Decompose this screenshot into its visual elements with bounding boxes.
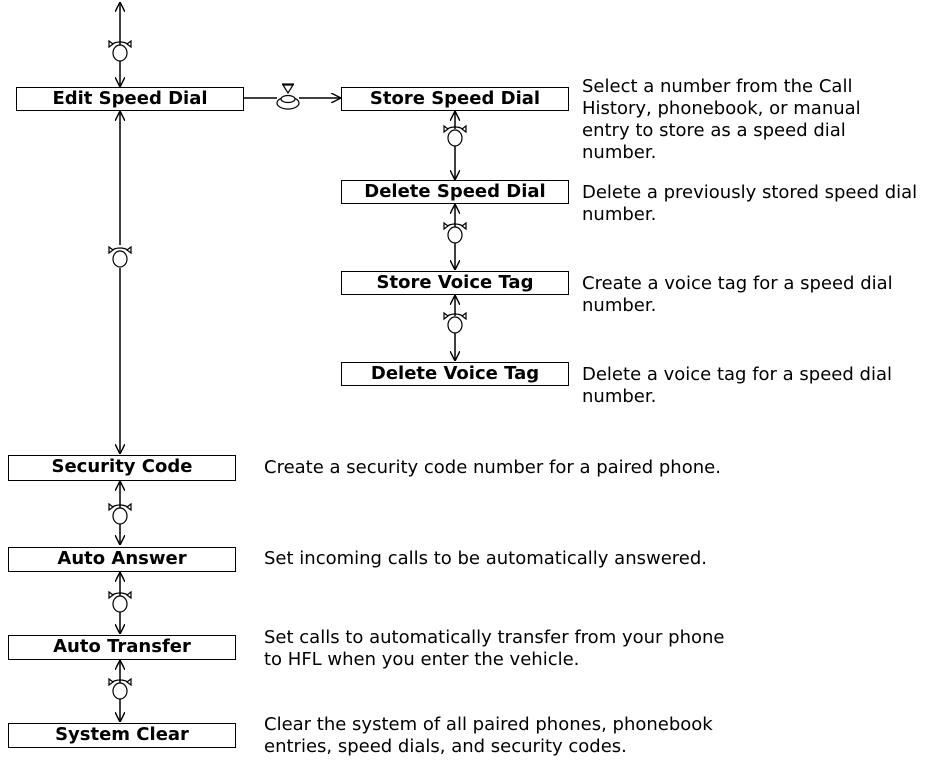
menu-item-security-code[interactable]: Security Code [8,455,236,481]
knob-rotate-icon [108,39,132,62]
menu-item-system-clear[interactable]: System Clear [8,723,236,748]
submenu-item-delete-speed-dial[interactable]: Delete Speed Dial [341,180,569,204]
description-auto-answer: Set incoming calls to be automatically a… [264,548,708,569]
description-delete-voice-tag: Delete a voice tag for a speed dial numb… [582,364,892,407]
knob-rotate-icon [108,502,132,525]
knob-rotate-icon [108,677,132,700]
menu-item-auto-answer[interactable]: Auto Answer [8,547,236,572]
knob-rotate-icon [108,245,132,268]
description-store-speed-dial: Select a number from the Call History, p… [582,76,861,163]
knob-rotate-icon [443,124,467,147]
description-security-code: Create a security code number for a pair… [264,457,721,478]
submenu-item-store-speed-dial[interactable]: Store Speed Dial [341,87,569,111]
description-store-voice-tag: Create a voice tag for a speed dial numb… [582,273,893,316]
submenu-item-store-voice-tag[interactable]: Store Voice Tag [341,271,569,295]
description-delete-speed-dial: Delete a previously stored speed dial nu… [582,182,918,225]
submenu-item-delete-voice-tag[interactable]: Delete Voice Tag [341,362,569,386]
knob-press-icon [276,83,300,110]
menu-item-edit-speed-dial[interactable]: Edit Speed Dial [16,87,244,111]
description-system-clear: Clear the system of all paired phones, p… [264,714,713,757]
knob-rotate-icon [443,311,467,334]
menu-item-auto-transfer[interactable]: Auto Transfer [8,635,236,660]
description-auto-transfer: Set calls to automatically transfer from… [264,627,725,670]
knob-rotate-icon [443,221,467,244]
knob-rotate-icon [108,590,132,613]
